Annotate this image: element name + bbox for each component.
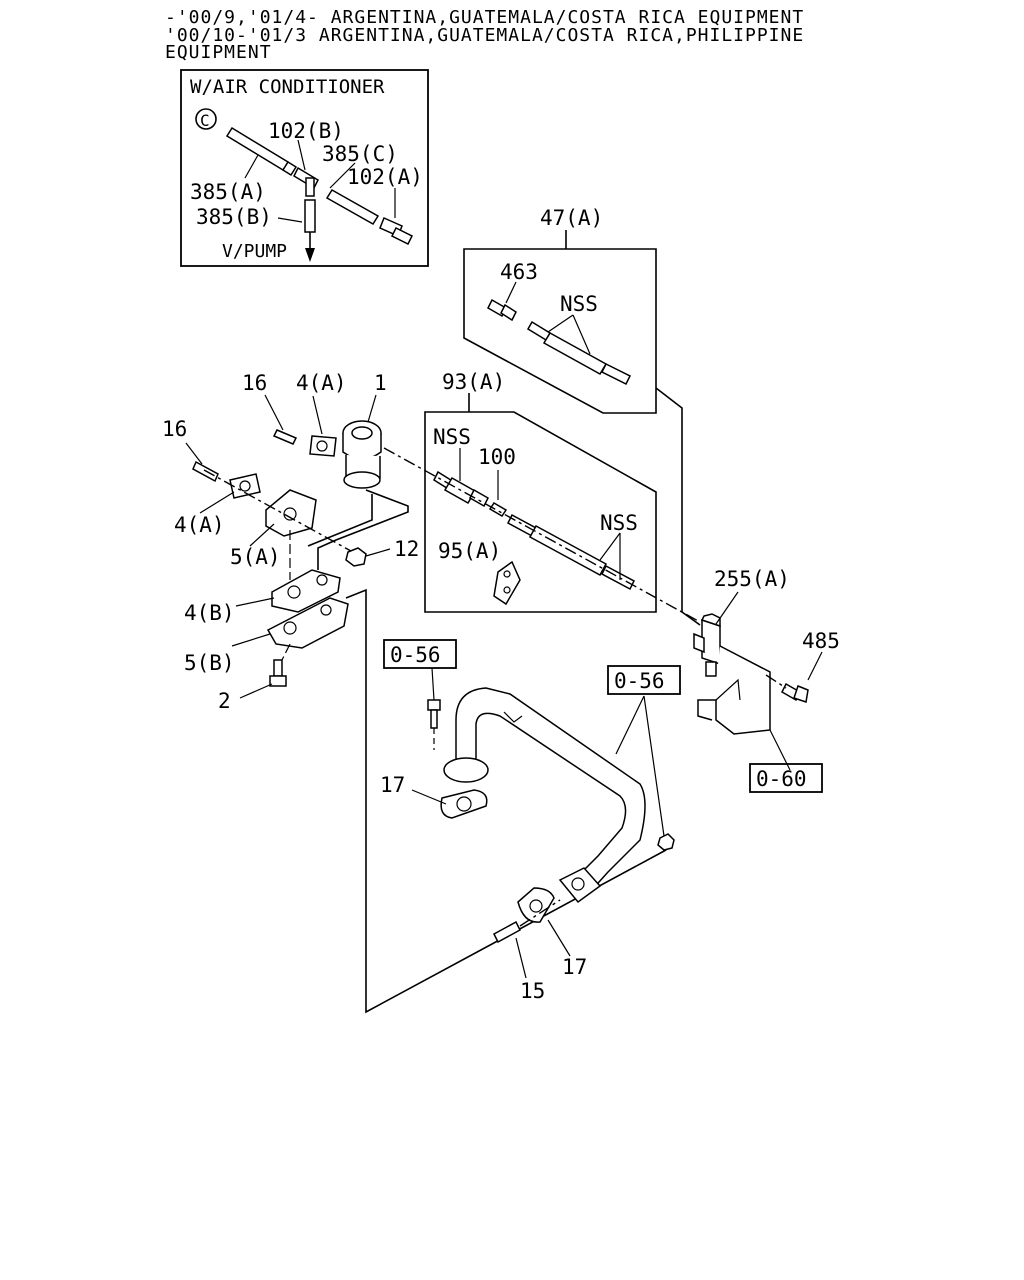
label-vpump: V/PUMP: [222, 241, 287, 262]
ref-box-0-60[interactable]: 0-60: [749, 763, 823, 793]
label-nss-2: NSS: [433, 425, 471, 449]
pipe-clamp: [503, 711, 523, 723]
label-16-left: 16: [162, 417, 187, 441]
header-line-3: EQUIPMENT: [165, 42, 272, 63]
connector-47a-255a: [655, 387, 701, 626]
bracket-0-60: [697, 645, 771, 735]
label-102a: 102(A): [347, 165, 423, 189]
gasket-4a-left: [229, 473, 261, 499]
label-95a: 95(A): [438, 539, 501, 563]
label-4b: 4(B): [184, 601, 235, 625]
hose-nss-47a: [526, 320, 632, 386]
hose-385c: [325, 188, 380, 226]
label-16-upper: 16: [242, 371, 267, 395]
label-4a-top: 4(A): [296, 371, 347, 395]
egr-valve-1: [342, 420, 382, 489]
bolt-pipe-upper: [427, 699, 441, 729]
centerline-93a: [383, 447, 701, 623]
gasket-17-lower: [517, 887, 555, 923]
label-385c: 385(C): [322, 142, 398, 166]
inset-frame: [180, 69, 429, 267]
ref-box-0-56-right[interactable]: 0-56: [607, 665, 681, 695]
gasket-17-upper: [440, 789, 488, 819]
clip-95a: [493, 560, 521, 606]
vpump-arrow-head: [305, 248, 315, 262]
solenoid-255a: [693, 613, 721, 677]
label-17-upper: 17: [380, 773, 405, 797]
group-93a: 93(A) NSS 100 NSS 95(A): [424, 370, 657, 613]
nut-pipe-right: [657, 833, 675, 851]
fitting-102a: [379, 216, 414, 246]
bolt-2: [269, 659, 287, 687]
inset-title: W/AIR CONDITIONER: [190, 76, 385, 98]
label-255a: 255(A): [714, 567, 790, 591]
ref-box-0-56-left[interactable]: 0-56: [383, 639, 457, 669]
stud-15: [493, 920, 521, 944]
label-5b: 5(B): [184, 651, 235, 675]
label-17-lower: 17: [562, 955, 587, 979]
label-12: 12: [394, 537, 419, 561]
circle-ref-label: C: [200, 111, 210, 130]
label-485: 485: [802, 629, 840, 653]
label-nss-1: NSS: [560, 292, 598, 316]
ref-box-0-56-left-label: 0-56: [390, 643, 441, 667]
gasket-4a-top: [309, 435, 337, 457]
bolt-485: [781, 682, 809, 703]
group-93a-outline: [424, 393, 657, 613]
group-47a-outline: [463, 230, 657, 414]
label-100: 100: [478, 445, 516, 469]
stud-16-upper: [272, 429, 298, 445]
label-47a: 47(A): [540, 206, 603, 230]
label-463: 463: [500, 260, 538, 284]
group-47a: 47(A) 463 NSS: [463, 206, 657, 414]
ref-box-0-60-label: 0-60: [756, 767, 807, 791]
egr-pipe: [443, 687, 646, 904]
label-15: 15: [520, 979, 545, 1003]
label-385a: 385(A): [190, 180, 266, 204]
header-line-2: '00/10-'01/3 ARGENTINA,GUATEMALA/COSTA R…: [165, 25, 804, 46]
header-line-1: -'00/9,'01/4- ARGENTINA,GUATEMALA/COSTA …: [165, 7, 804, 28]
label-385b: 385(B): [196, 205, 272, 229]
egr-connector-line: [317, 489, 409, 570]
label-102b: 102(B): [268, 119, 344, 143]
egr-valve-assembly: 1 16 4(A) 16 4(A) 5: [162, 371, 419, 713]
air-conditioner-inset: W/AIR CONDITIONER C 102(B) 385(C): [180, 69, 429, 267]
hose-385a: [225, 126, 298, 177]
hose-385b: [304, 199, 316, 233]
fitting-100: [488, 501, 508, 518]
label-1: 1: [374, 371, 387, 395]
flange-5b: [266, 597, 349, 649]
label-2: 2: [218, 689, 231, 713]
nut-12: [345, 547, 367, 567]
adapter-5a: [265, 489, 317, 537]
tee-fitting-102b: [293, 166, 319, 197]
circle-ref-marker: [195, 108, 217, 130]
label-5a: 5(A): [230, 545, 281, 569]
label-4a-left: 4(A): [174, 513, 225, 537]
gasket-4b: [271, 569, 341, 613]
fitting-463: [487, 298, 517, 322]
label-93a: 93(A): [442, 370, 505, 394]
label-nss-3: NSS: [600, 511, 638, 535]
ref-box-0-56-right-label: 0-56: [614, 669, 665, 693]
